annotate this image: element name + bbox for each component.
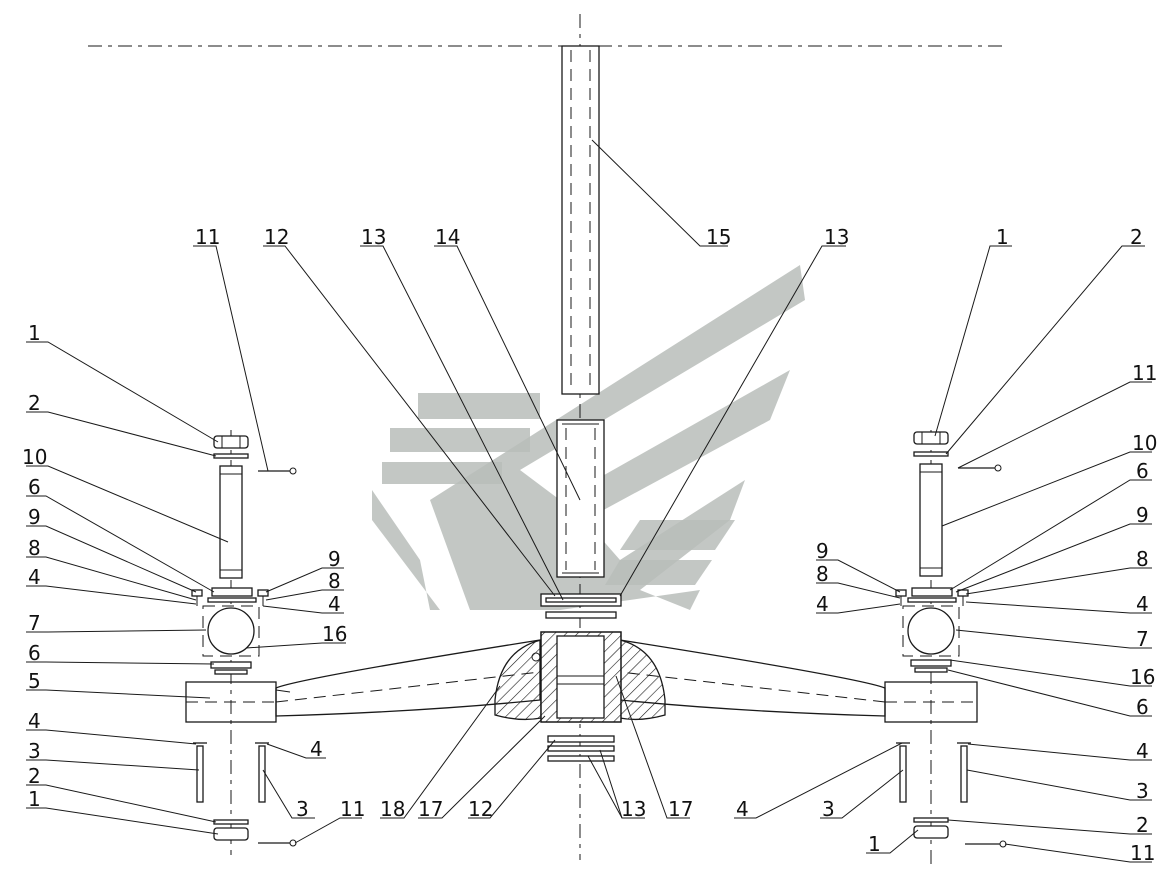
callout-14: 14 [435, 225, 460, 249]
callout-11: 11 [195, 225, 220, 249]
callout-2: 2 [28, 391, 41, 415]
callout-6: 6 [1136, 695, 1149, 719]
callout-8: 8 [28, 536, 41, 560]
callout-12: 12 [264, 225, 289, 249]
callout-12: 12 [468, 797, 493, 821]
washers-top [540, 593, 622, 619]
callout-16: 16 [322, 622, 347, 646]
leader-lines [26, 139, 1152, 863]
callout-6: 6 [1136, 459, 1149, 483]
callout-4: 4 [310, 737, 323, 761]
callout-4: 4 [28, 565, 41, 589]
callout-18: 18 [380, 797, 405, 821]
callout-1: 1 [28, 321, 41, 345]
callout-8: 8 [328, 569, 341, 593]
callout-8: 8 [1136, 547, 1149, 571]
callout-4: 4 [1136, 592, 1149, 616]
callout-3: 3 [822, 797, 835, 821]
callout-2: 2 [1136, 813, 1149, 837]
callout-17: 17 [418, 797, 443, 821]
callout-11: 11 [1130, 841, 1155, 865]
callout-7: 7 [1136, 627, 1149, 651]
callout-6: 6 [28, 641, 41, 665]
callout-9: 9 [28, 505, 41, 529]
callout-1: 1 [868, 832, 881, 856]
washers-bottom [547, 735, 615, 762]
callout-4: 4 [28, 709, 41, 733]
hub-housing [494, 631, 666, 723]
callout-9: 9 [1136, 503, 1149, 527]
callout-16: 16 [1130, 665, 1155, 689]
sleeve-part-14 [556, 419, 605, 578]
callout-7: 7 [28, 611, 41, 635]
callout-6: 6 [28, 475, 41, 499]
right-assembly [895, 431, 1007, 848]
callout-10: 10 [22, 445, 47, 469]
callout-9: 9 [816, 539, 829, 563]
callout-11: 11 [1132, 361, 1157, 385]
callout-2: 2 [1130, 225, 1143, 249]
callout-3: 3 [296, 797, 309, 821]
callout-4: 4 [816, 592, 829, 616]
callout-13: 13 [621, 797, 646, 821]
callout-1: 1 [28, 787, 41, 811]
callout-labels: 15 11 12 13 14 13 1 2 1 2 10 6 9 8 4 7 6… [22, 225, 1157, 865]
callout-11: 11 [340, 797, 365, 821]
callout-9: 9 [328, 547, 341, 571]
callout-5: 5 [28, 669, 41, 693]
callout-17: 17 [668, 797, 693, 821]
callout-3: 3 [1136, 779, 1149, 803]
callout-13: 13 [824, 225, 849, 249]
callout-10: 10 [1132, 431, 1157, 455]
shaft-part-15 [561, 45, 600, 395]
callout-4: 4 [736, 797, 749, 821]
callout-3: 3 [28, 739, 41, 763]
callout-13: 13 [361, 225, 386, 249]
callout-2: 2 [28, 764, 41, 788]
callout-1: 1 [996, 225, 1009, 249]
callout-4: 4 [328, 592, 341, 616]
callout-8: 8 [816, 562, 829, 586]
watermark-logo [372, 265, 805, 610]
callout-4: 4 [1136, 739, 1149, 763]
left-assembly [191, 435, 297, 847]
callout-15: 15 [706, 225, 731, 249]
